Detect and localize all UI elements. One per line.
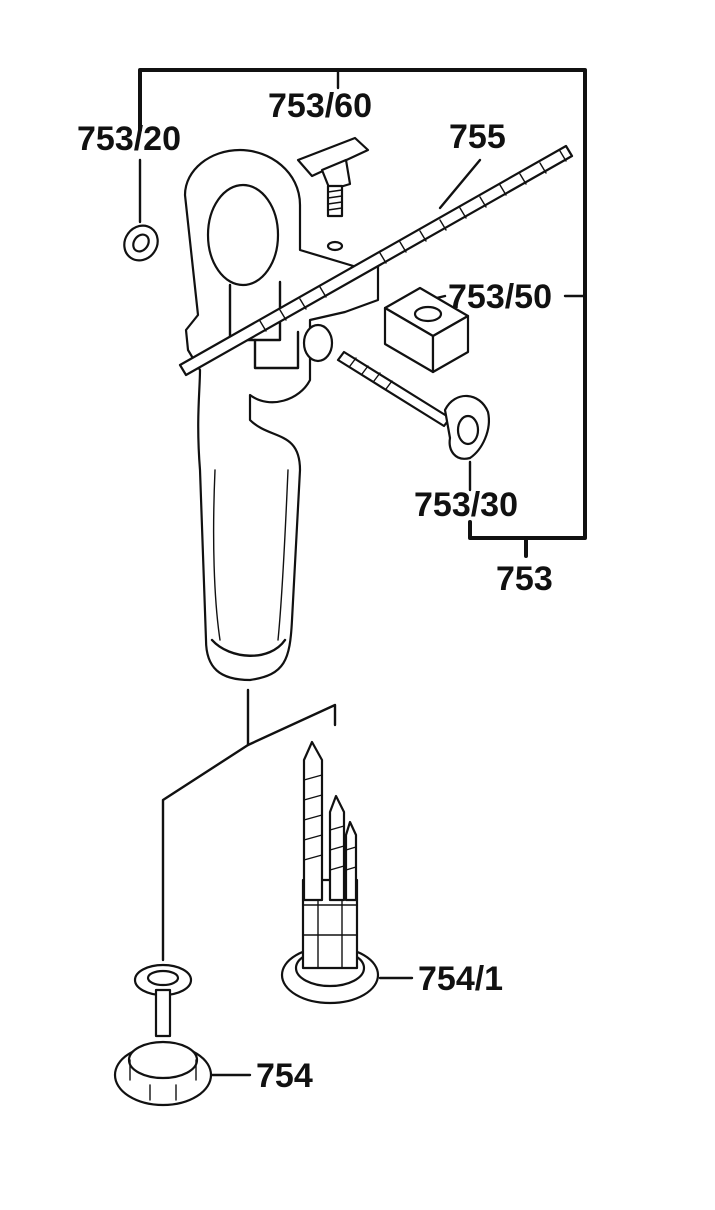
drill-holder-set-part [280,740,380,1005]
label-753-60: 753/60 [268,87,372,125]
assembly-753-bracket [138,68,587,558]
label-753: 753 [496,560,553,598]
label-753-20: 753/20 [77,120,181,158]
auxiliary-handle [183,148,380,682]
label-753-30: 753/30 [414,486,518,524]
wing-bolt-part [336,350,490,460]
leader-lines [138,158,482,1077]
nut-part [123,224,159,262]
threaded-rod-part [178,144,574,377]
label-754: 754 [256,1057,313,1095]
block-part [383,286,470,374]
label-754-1: 754/1 [418,960,503,998]
part-labels: 753/60 753/20 755 753/50 753/30 753 754/… [77,87,553,1095]
label-755: 755 [449,118,506,156]
depth-stop-part [113,963,213,1107]
wing-screw-part [296,136,370,252]
label-753-50: 753/50 [448,278,552,316]
accessory-connector [161,688,337,962]
